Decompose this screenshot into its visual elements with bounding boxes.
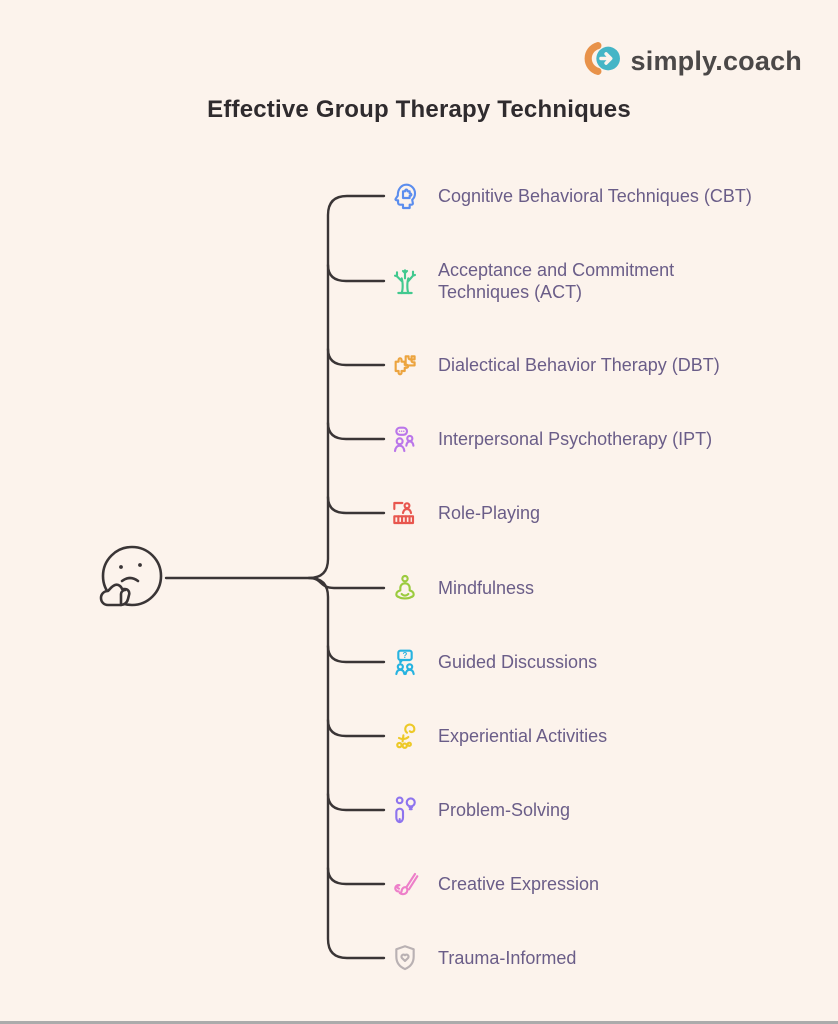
mindmap-item: Role-Playing	[389, 497, 540, 529]
puzzle-pieces-icon	[389, 349, 421, 381]
logo-text: simply.coach	[630, 45, 802, 76]
shield-heart-icon	[389, 942, 421, 974]
mindmap-item: Cognitive Behavioral Techniques (CBT)	[389, 180, 752, 212]
people-chat-icon	[389, 423, 421, 455]
mindmap-item: Trauma-Informed	[389, 942, 576, 974]
item-label: Role-Playing	[438, 503, 541, 523]
item-label: Cognitive Behavioral Techniques (CBT)	[438, 186, 752, 206]
svg-text:?: ?	[403, 651, 408, 660]
meditation-icon	[389, 572, 421, 604]
mindmap-item: Dialectical Behavior Therapy (DBT)	[389, 349, 720, 381]
simply-coach-logo-icon	[584, 40, 621, 82]
item-label: Acceptance and Commitment Techniques (AC…	[438, 260, 675, 302]
item-label: Guided Discussions	[438, 652, 598, 672]
item-label: Trauma-Informed	[438, 948, 577, 968]
item-label: Interpersonal Psychotherapy (IPT)	[438, 429, 713, 449]
question-discussion-icon: ?	[389, 646, 421, 678]
mindmap-item: Problem-Solving	[389, 794, 570, 826]
mindmap-item: Experiential Activities	[389, 720, 607, 752]
paintbrush-icon	[389, 868, 421, 900]
mindmap-item: Creative Expression	[389, 868, 599, 900]
thinking-face-icon	[88, 534, 174, 631]
stage-performer-icon	[389, 497, 421, 529]
mindmap-item: Mindfulness	[389, 572, 534, 604]
tree-icon	[389, 265, 421, 297]
mindmap-item: ? Guided Discussions	[389, 646, 597, 678]
item-label: Dialectical Behavior Therapy (DBT)	[438, 355, 720, 375]
brain-head-icon	[389, 180, 421, 212]
item-label: Mindfulness	[438, 578, 535, 598]
active-person-icon	[389, 720, 421, 752]
item-label: Problem-Solving	[438, 800, 571, 820]
item-label: Experiential Activities	[438, 726, 608, 746]
person-lightbulb-icon	[389, 794, 421, 826]
logo: simply.coach	[584, 40, 802, 82]
item-label: Creative Expression	[438, 874, 600, 894]
mindmap-item: Interpersonal Psychotherapy (IPT)	[389, 423, 712, 455]
page-title: Effective Group Therapy Techniques	[207, 96, 631, 123]
mindmap-item: Acceptance and Commitment Techniques (AC…	[389, 259, 768, 303]
bottom-edge-bar	[0, 1021, 838, 1024]
